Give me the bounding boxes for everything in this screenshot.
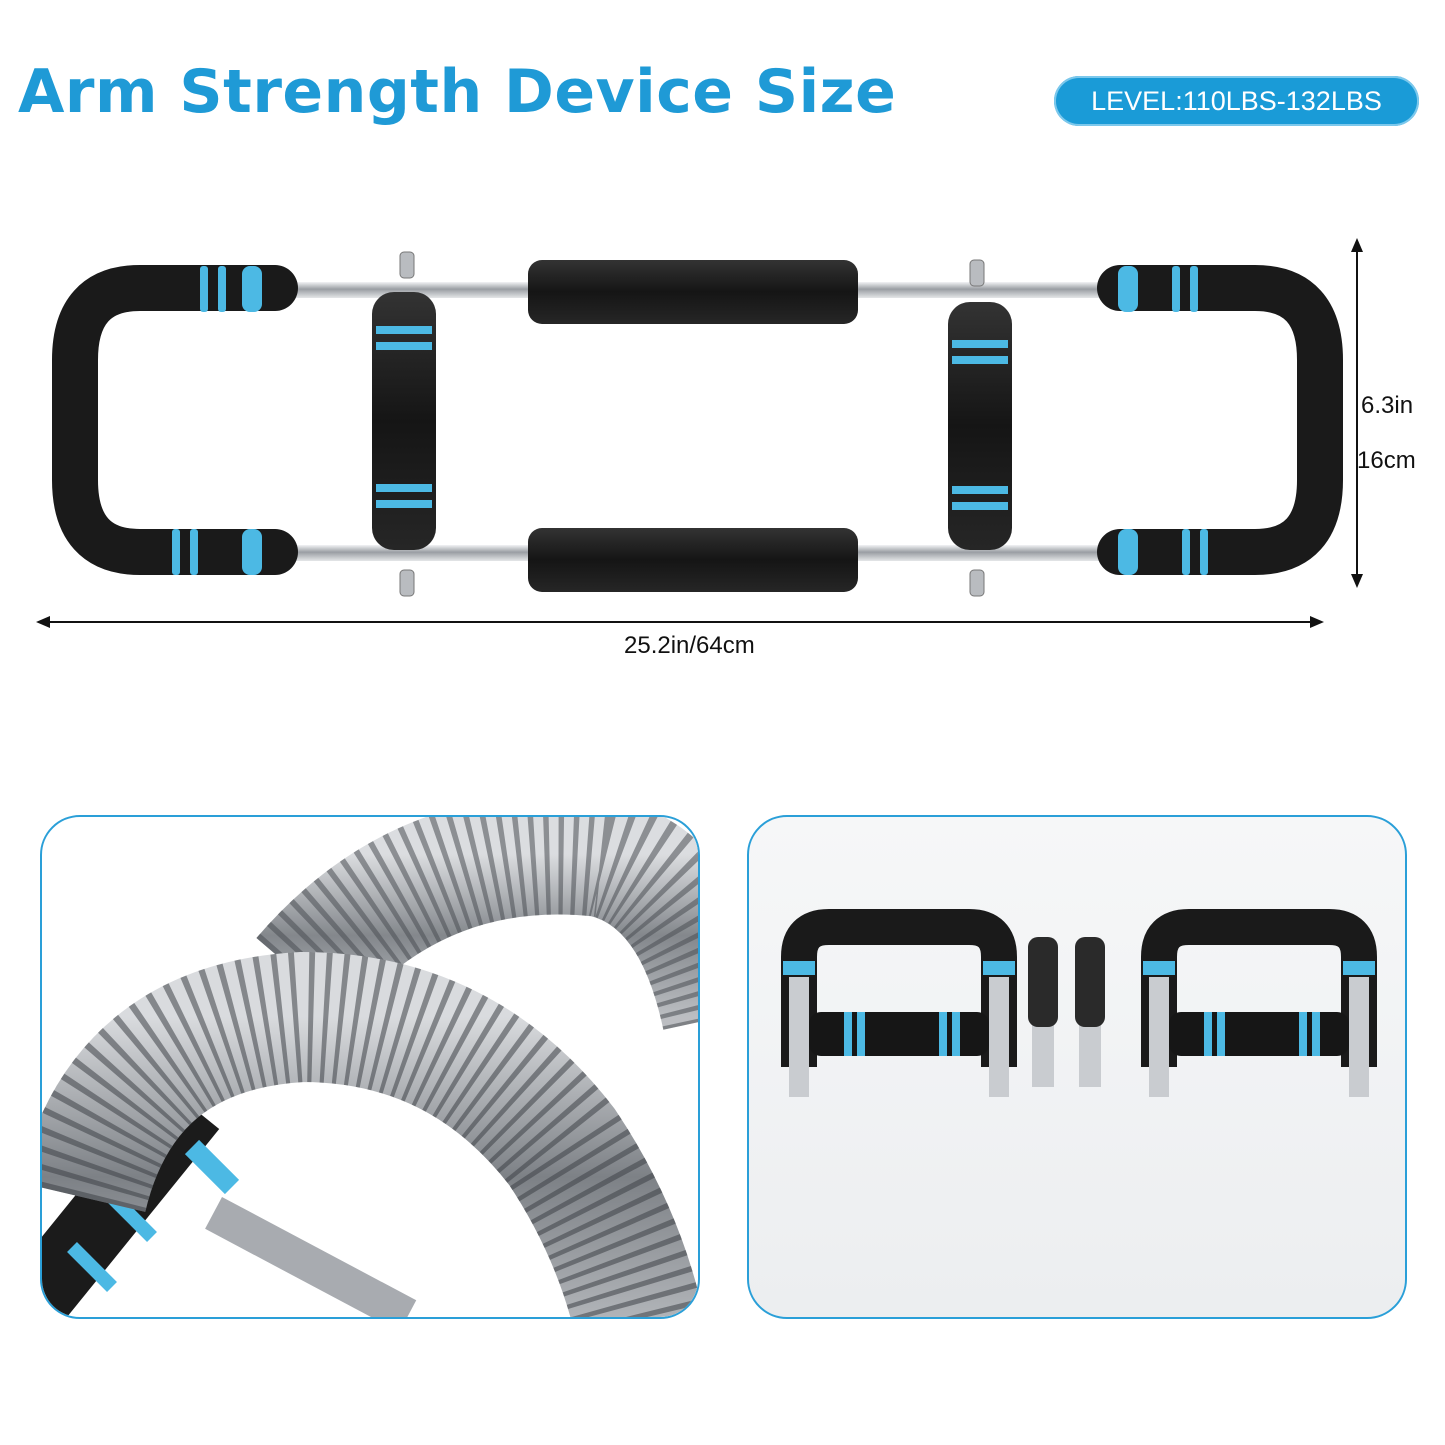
length-label: 25.2in/64cm bbox=[624, 632, 755, 659]
height-cm-label: 16cm bbox=[1357, 447, 1416, 474]
disassembled-parts-image bbox=[781, 909, 1405, 1317]
height-dimension-arrow bbox=[1351, 238, 1363, 588]
arm-strengthener-image bbox=[52, 251, 1343, 597]
page-title: Arm Strength Device Size bbox=[18, 57, 897, 127]
spring-closeup-panel bbox=[40, 815, 700, 1319]
disassembled-parts-panel bbox=[747, 815, 1407, 1319]
level-badge: LEVEL:110LBS-132LBS bbox=[1054, 76, 1419, 126]
length-dimension-arrow bbox=[36, 616, 1324, 628]
height-inches-label: 6.3in bbox=[1361, 392, 1414, 419]
spring-closeup-image bbox=[42, 817, 698, 1317]
device-illustration bbox=[0, 230, 1445, 630]
